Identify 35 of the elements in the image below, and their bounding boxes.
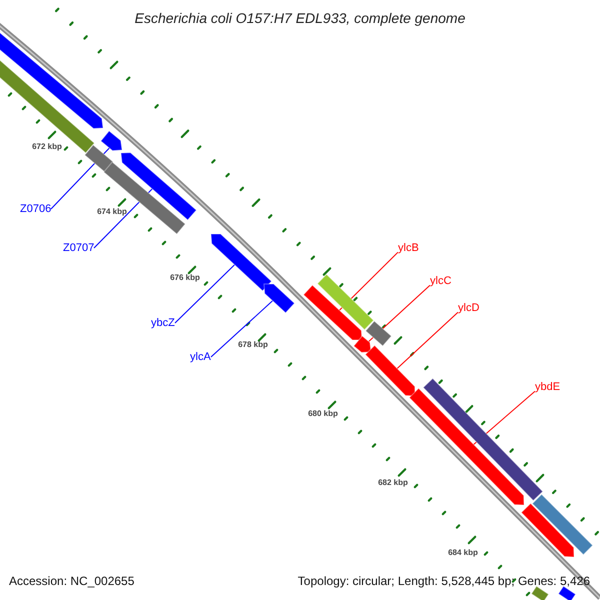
tick-label: 674 kbp — [97, 207, 127, 217]
gene-label: ybdE — [535, 380, 560, 394]
tick-label: 676 kbp — [170, 273, 200, 283]
gene-feature-block — [263, 284, 296, 314]
map-title: Escherichia coli O157:H7 EDL933, complete genome — [134, 9, 466, 27]
gene-label: ylcC — [430, 274, 452, 288]
gene-feature-block — [302, 284, 363, 340]
feature-bar — [84, 144, 114, 173]
feature-bar — [558, 586, 576, 600]
gene-label: Z0706 — [20, 202, 52, 216]
feature-bar — [316, 274, 374, 330]
tick-label: 680 kbp — [308, 409, 338, 419]
gene-label: ybcZ — [151, 316, 175, 330]
accession-text: Accession: NC_002655 — [9, 573, 134, 589]
gene-label: Z0707 — [63, 241, 94, 255]
tick-label: 684 kbp — [448, 548, 478, 558]
tick-label: 682 kbp — [378, 478, 408, 488]
gene-feature-block — [408, 388, 525, 506]
tick-label: 672 kbp — [32, 142, 62, 152]
feature-bar — [530, 586, 550, 600]
gene-label: ylcA — [190, 350, 211, 364]
gene-feature-block — [100, 130, 123, 152]
gene-feature-block — [364, 344, 416, 397]
leader-line — [210, 300, 274, 358]
leader-line — [174, 264, 236, 324]
feature-bar — [365, 320, 392, 347]
feature-bar — [532, 494, 594, 556]
gene-label: ylcD — [458, 301, 480, 315]
gene-feature-block — [520, 502, 575, 558]
gene-label: ylcB — [398, 241, 419, 255]
gene-feature-block — [353, 335, 372, 353]
leader-line — [396, 312, 458, 369]
genome-summary: Topology: circular; Length: 5,528,445 bp; Genes: 5,426 — [298, 573, 590, 589]
gene-feature-block — [210, 234, 272, 292]
tick-label: 678 kbp — [238, 340, 268, 350]
